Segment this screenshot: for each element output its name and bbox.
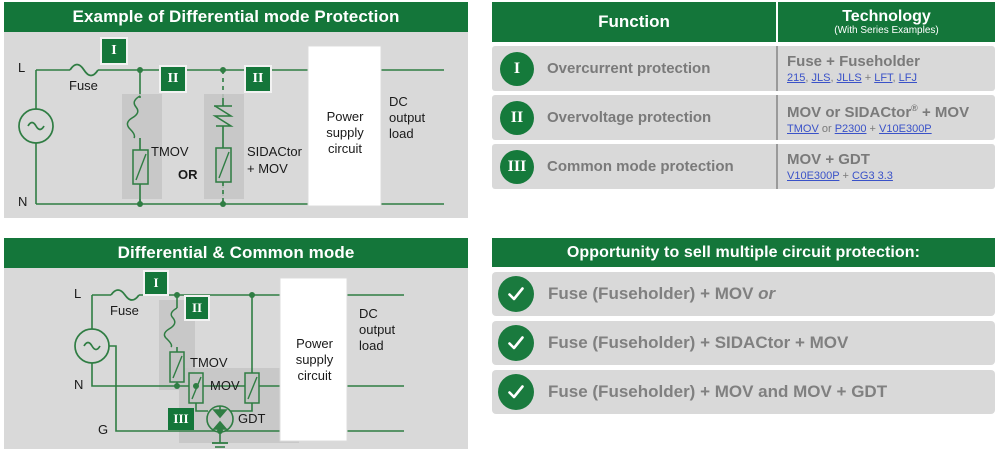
differential-mode-title: Example of Differential mode Protection [4,2,468,32]
technology-series-links: TMOV or P2300 + V10E300P [787,122,932,135]
label-tmov: TMOV [190,355,228,370]
registered-mark: ® [911,102,918,113]
common-mode-canvas: I II III L N G Fuse TMOV MOV GDT Power s… [4,268,468,449]
table-header-row: Function Technology (With Series Example… [492,2,995,42]
function-cell: II Overvoltage protection [492,95,776,140]
series-link-lft[interactable]: LFT [874,71,893,84]
series-link-jls[interactable]: JLS [811,71,831,84]
series-link-tmov[interactable]: TMOV [787,122,819,135]
label-sidactor-plus-mov: + MOV [247,161,288,176]
label-power-supply-2: supply [295,352,334,367]
label-or: OR [178,167,198,182]
label-power-supply-1: Power [296,336,333,351]
series-link-cg3[interactable]: CG3 3.3 [851,169,893,182]
common-mode-schematic [74,277,404,448]
function-cell: III Common mode protection [492,144,776,189]
common-mode-diagram-panel: Differential & Common mode [4,238,468,449]
opportunity-text: Fuse (Fuseholder) + MOV and MOV + GDT [548,382,888,401]
opportunity-panel: Opportunity to sell multiple circuit pro… [492,238,995,438]
technology-series-links: V10E300P + CG3 3.3 [787,169,893,182]
differential-mode-diagram-panel: Example of Differential mode Protection [4,2,468,218]
common-mode-title: Differential & Common mode [4,238,468,268]
opportunity-emphasis: or [758,284,776,303]
series-link-p2300[interactable]: P2300 [834,122,867,135]
technology-main: Fuse + Fuseholder [787,52,920,70]
header-function: Function [598,12,670,31]
badge-stage-3: III [168,408,194,430]
label-dc-1: DC [389,94,408,109]
table-row[interactable]: III Common mode protection MOV + GDT V10… [492,144,995,189]
label-dc-2: output [359,322,396,337]
opportunity-title: Opportunity to sell multiple circuit pro… [492,238,995,267]
label-dc-1: DC [359,306,378,321]
label-power-supply-3: circuit [328,141,362,156]
table-row[interactable]: II Overvoltage protection MOV or SIDACto… [492,95,995,140]
label-neutral-N: N [18,194,28,209]
label-neutral-N: N [74,377,84,392]
technology-cell: MOV or SIDACtor® + MOV TMOV or P2300 + V… [776,95,995,140]
function-cell: I Overcurrent protection [492,46,776,91]
function-label: Common mode protection [547,158,734,175]
opportunity-label: Fuse (Fuseholder) + SIDACtor + MOV [548,333,848,353]
technology-cell: Fuse + Fuseholder 215, JLS, JLLS + LFT, … [776,46,995,91]
badge-stage-2-sidactor: II [244,65,272,93]
label-dc-3: load [359,338,384,353]
differential-mode-schematic [18,45,444,207]
technology-series-links: 215, JLS, JLLS + LFT, LFJ [787,71,918,84]
roman-numeral-badge: II [500,100,534,135]
label-fuse: Fuse [69,78,98,93]
badge-stage-1: I [100,37,128,65]
check-icon [498,374,534,410]
badge-stage-2-tmov: II [159,65,187,93]
label-ground-G: G [98,422,109,437]
badge-stage-2: II [184,295,210,321]
label-line-L: L [74,286,82,301]
label-fuse: Fuse [110,303,139,318]
opportunity-label: Fuse (Fuseholder) + MOV and MOV + GDT [548,382,887,402]
table-row[interactable]: I Overcurrent protection Fuse + Fusehold… [492,46,995,91]
label-power-supply-3: circuit [297,368,332,383]
technology-cell: MOV + GDT V10E300P + CG3 3.3 [776,144,995,189]
label-sidactor: SIDACtor [247,144,302,159]
technology-main: MOV + GDT [787,150,870,168]
label-dc-2: output [389,110,426,125]
technology-main-tail: + MOV [917,103,970,121]
function-technology-table: Function Technology (With Series Example… [492,2,995,194]
label-dc-3: load [389,126,414,141]
series-link-215[interactable]: 215 [787,71,806,84]
roman-numeral-badge: I [500,51,534,86]
header-technology-sub: (With Series Examples) [834,24,939,36]
opportunity-text: Fuse (Fuseholder) + SIDACtor + MOV [548,333,849,352]
series-link-lfj[interactable]: LFJ [898,71,918,84]
label-power-supply-1: Power [326,109,364,124]
opportunity-text: Fuse (Fuseholder) + MOV [548,284,759,303]
check-icon [498,325,534,361]
technology-main: MOV or SIDACtor® + MOV [787,100,995,121]
function-label: Overcurrent protection [547,60,711,77]
opportunity-label: Fuse (Fuseholder) + MOV or [548,284,775,304]
list-item[interactable]: Fuse (Fuseholder) + MOV and MOV + GDT [492,370,995,414]
label-gdt: GDT [238,411,266,426]
series-link-v10e300p[interactable]: V10E300P [879,122,932,135]
header-technology: Technology (With Series Examples) [776,2,995,42]
header-technology-main: Technology [842,7,931,25]
series-link-v10e300p[interactable]: V10E300P [787,169,840,182]
label-power-supply-2: supply [326,125,364,140]
series-link-jlls[interactable]: JLLS [836,71,862,84]
function-label: Overvoltage protection [547,109,712,126]
badge-stage-1: I [143,270,169,296]
check-icon [498,276,534,312]
label-tmov: TMOV [151,144,189,159]
list-item[interactable]: Fuse (Fuseholder) + SIDACtor + MOV [492,321,995,365]
list-item[interactable]: Fuse (Fuseholder) + MOV or [492,272,995,316]
roman-numeral-badge: III [500,149,534,184]
technology-main-text: MOV or SIDACtor [787,103,912,121]
label-mov: MOV [210,378,240,393]
label-line-L: L [18,60,26,75]
differential-mode-canvas: I II II L N Fuse TMOV OR SIDACtor + MOV … [4,32,468,218]
